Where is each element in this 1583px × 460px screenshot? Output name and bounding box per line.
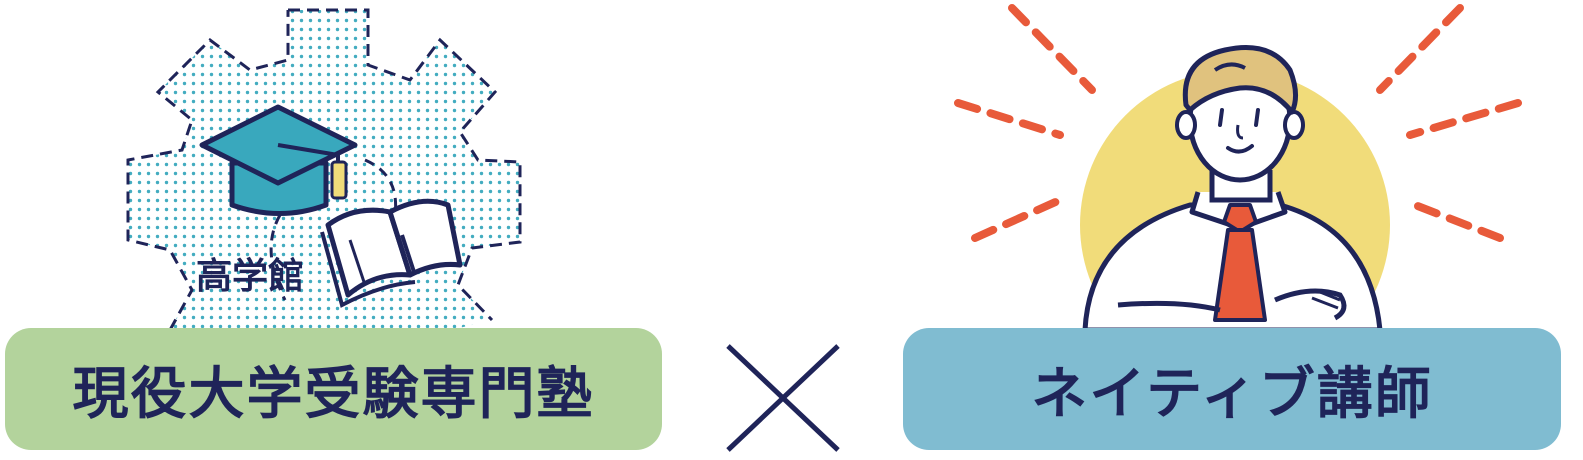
school-emblem-illustration bbox=[126, 8, 522, 340]
multiplication-icon bbox=[726, 344, 840, 452]
native-teacher-illustration bbox=[954, 4, 1522, 340]
graduation-cap-icon bbox=[199, 104, 358, 216]
emphasis-rays bbox=[954, 4, 1522, 242]
open-book-icon bbox=[320, 198, 463, 308]
teacher-figure bbox=[1082, 45, 1383, 333]
cram-school-label: 現役大学受験専門塾 bbox=[5, 328, 662, 450]
school-logo-text: 高学館 bbox=[196, 256, 305, 297]
native-teacher-label: ネイティブ講師 bbox=[903, 328, 1561, 450]
